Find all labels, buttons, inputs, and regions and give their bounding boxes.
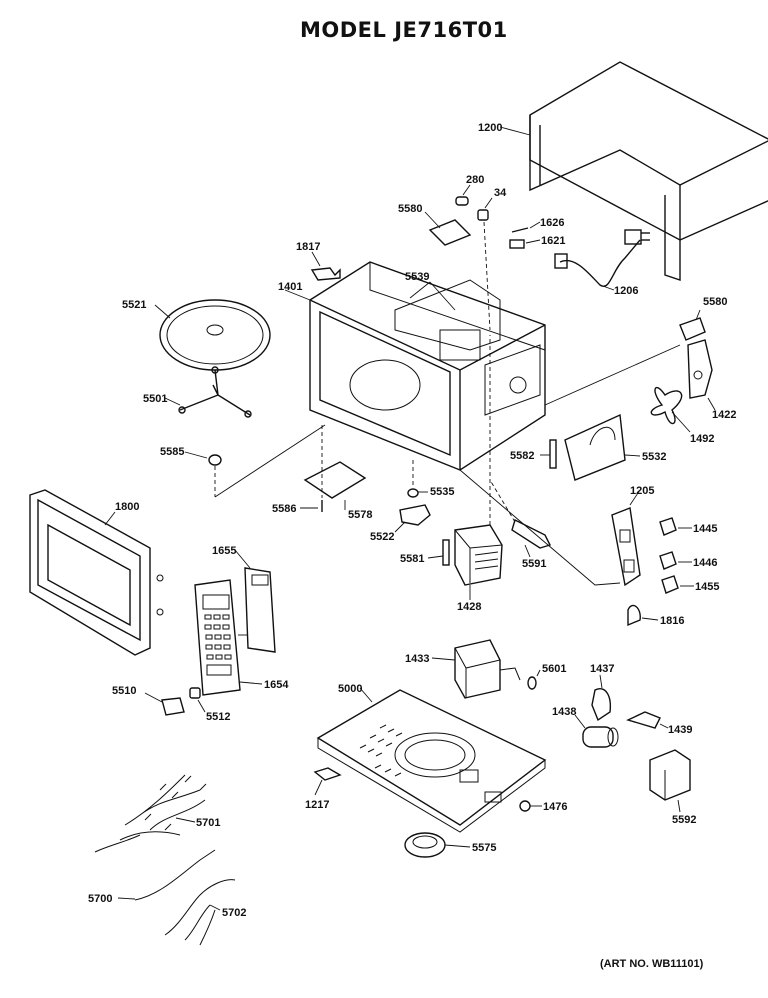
label-5580: 5580 [398,203,422,215]
part-1626 [511,221,541,233]
label-1433: 1433 [405,653,429,665]
wiring-harness-5701 [94,774,207,853]
label-5521: 5521 [122,299,146,311]
label-5701: 5701 [196,817,220,829]
power-cord-1206 [554,229,650,291]
motor-1422 [687,339,716,411]
label-5586: 5586 [272,503,296,515]
part-1621 [509,239,541,249]
control-panel-1654 [194,579,263,696]
control-board-1655 [234,549,276,653]
socket-34 [477,197,493,331]
coupler-5585 [184,424,326,498]
label-1816: 1816 [660,615,684,627]
roller-support-5501 [164,366,252,418]
label-1439: 1439 [668,724,692,736]
cover-5578 [303,461,367,510]
harness-5700 [117,849,216,901]
label-5535: 5535 [430,486,454,498]
foot-1476 [519,800,542,812]
label-1200: 1200 [478,122,502,134]
screw-5586 [300,425,323,512]
label-5000: 5000 [338,683,362,695]
lamp-280 [455,184,471,206]
switch-1446 [659,551,692,570]
label-1437: 1437 [590,663,614,675]
label-1217: 1217 [305,799,329,811]
label-280: 280 [466,174,484,186]
label-5585: 5585 [160,446,184,458]
label-1476: 1476 [543,801,567,813]
label-5522: 5522 [370,531,394,543]
label-5582: 5582 [510,450,534,462]
label-5592: 5592 [672,814,696,826]
motor-5575 [404,832,471,858]
label-1817: 1817 [296,241,320,253]
label-1654: 1654 [264,679,289,691]
label-5510: 5510 [112,685,136,697]
part-5512 [189,687,206,713]
label-5575: 5575 [472,842,496,854]
label-5581: 5581 [400,553,424,565]
cover-5592 [649,749,691,813]
motor-5522 [394,504,431,533]
label-1422: 1422 [712,409,736,421]
label-5578: 5578 [348,509,372,521]
fan-blade-1492 [544,344,691,433]
door-1800 [29,489,164,656]
label-1800: 1800 [115,501,139,513]
base-plate-5000 [316,687,547,833]
bracket-1205 [459,469,641,587]
part-5601 [527,669,541,690]
label-1446: 1446 [693,557,717,569]
part-1217 [313,767,342,796]
harness-5702 [164,879,236,946]
part-5535 [407,460,428,498]
part-5582 [540,439,557,469]
lever-1816 [627,604,659,627]
outer-case-1200 [499,61,768,281]
diagram-title: MODEL JE716T01 [300,18,508,42]
part-1439 [626,711,669,729]
bracket-1817 [310,251,341,281]
switch-1455 [661,575,694,594]
label-5539: 5539 [405,271,429,283]
oven-cavity-1401 [284,261,546,471]
label-1205: 1205 [630,485,654,497]
label-5512: 5512 [206,711,230,723]
cover-5580-right [679,309,706,341]
turntable-5521 [154,299,271,371]
label-5702: 5702 [222,907,246,919]
label-1401: 1401 [278,281,302,293]
capacitor-1438 [574,714,619,748]
label-1492: 1492 [690,433,714,445]
label-1621: 1621 [541,235,565,247]
magnetron-1428 [454,335,503,600]
button-5510 [144,692,185,716]
bracket-5532 [564,413,641,481]
label-5580-right: 5580 [703,296,727,308]
label-5501: 5501 [143,393,167,405]
label-1438: 1438 [552,706,576,718]
art-number: (ART NO. WB11101) [600,958,704,970]
part-5591 [489,479,551,558]
switch-1445 [659,517,692,536]
label-34: 34 [494,187,507,199]
label-5601: 5601 [542,663,566,675]
transformer-1433 [431,639,521,699]
label-1445: 1445 [693,523,717,535]
label-5591: 5591 [522,558,546,570]
label-1206: 1206 [614,285,638,297]
label-5532: 5532 [642,451,666,463]
label-1428: 1428 [457,601,481,613]
label-1655: 1655 [212,545,236,557]
bracket-1437 [591,674,612,722]
label-1455: 1455 [695,581,719,593]
part-5581 [427,539,450,566]
label-5700: 5700 [88,893,112,905]
label-1626: 1626 [540,217,564,229]
cover-5580-top [424,211,472,246]
